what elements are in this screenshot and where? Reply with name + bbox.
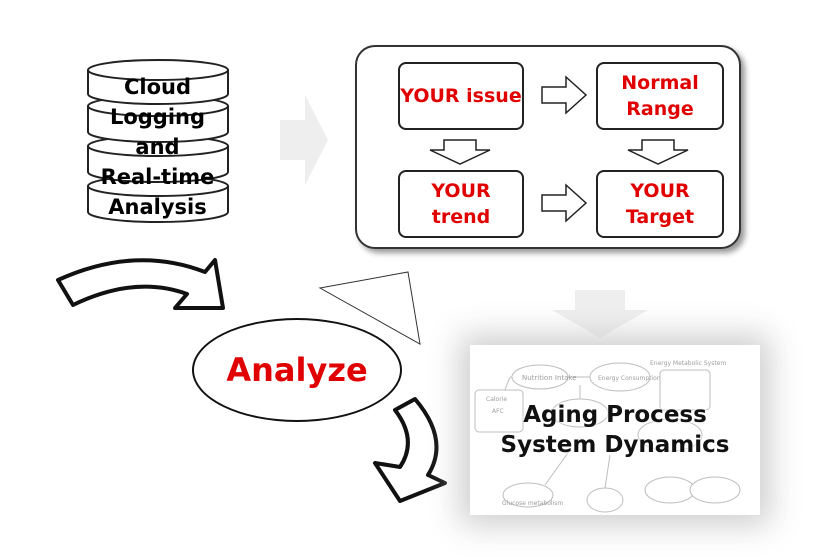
gray-arrow-right-icon bbox=[280, 95, 328, 185]
node-label: Energy Metabolic System bbox=[650, 360, 726, 367]
node-label: AFC bbox=[492, 408, 504, 415]
arrow-down-icon bbox=[627, 139, 689, 165]
db-line: Cloud bbox=[123, 75, 192, 99]
node-label: Glucose metabolism bbox=[502, 500, 563, 507]
node-label: Nutrition Intake bbox=[522, 374, 577, 382]
node-label: Energy Consumption bbox=[598, 375, 661, 382]
node-label: Calorie bbox=[486, 396, 507, 403]
arrow-down-icon bbox=[429, 139, 491, 165]
db-line: Logging bbox=[109, 105, 206, 129]
db-line: and bbox=[135, 135, 180, 159]
aging-title: Aging Process System Dynamics bbox=[470, 400, 760, 460]
aging-network-diagram: Nutrition Intake Energy Consumption Ener… bbox=[470, 345, 760, 515]
db-line: Analysis bbox=[108, 195, 207, 219]
your-target-box: YOUR Target bbox=[596, 170, 724, 238]
aging-title-line: System Dynamics bbox=[500, 432, 730, 458]
gray-arrow-down-icon bbox=[552, 290, 648, 338]
aging-title-line: Aging Process bbox=[523, 402, 707, 428]
triangle-icon bbox=[318, 271, 421, 345]
your-issue-box: YOUR issue bbox=[398, 62, 524, 130]
network-graph-icon: Nutrition Intake Energy Consumption Ener… bbox=[474, 360, 741, 513]
your-trend-box: YOUR trend bbox=[398, 170, 524, 238]
arrow-right-icon bbox=[541, 75, 588, 115]
curved-arrow-right-icon bbox=[56, 258, 225, 310]
curved-arrow-down-icon bbox=[373, 397, 447, 503]
database-cylinder-icon bbox=[87, 59, 229, 223]
normal-range-box: Normal Range bbox=[596, 62, 724, 130]
db-line: Real-time bbox=[100, 165, 215, 189]
arrow-right-icon bbox=[541, 183, 588, 223]
analyze-ellipse: Analyze bbox=[192, 318, 402, 422]
database-label: Cloud Logging and Real-time Analysis bbox=[80, 72, 235, 222]
